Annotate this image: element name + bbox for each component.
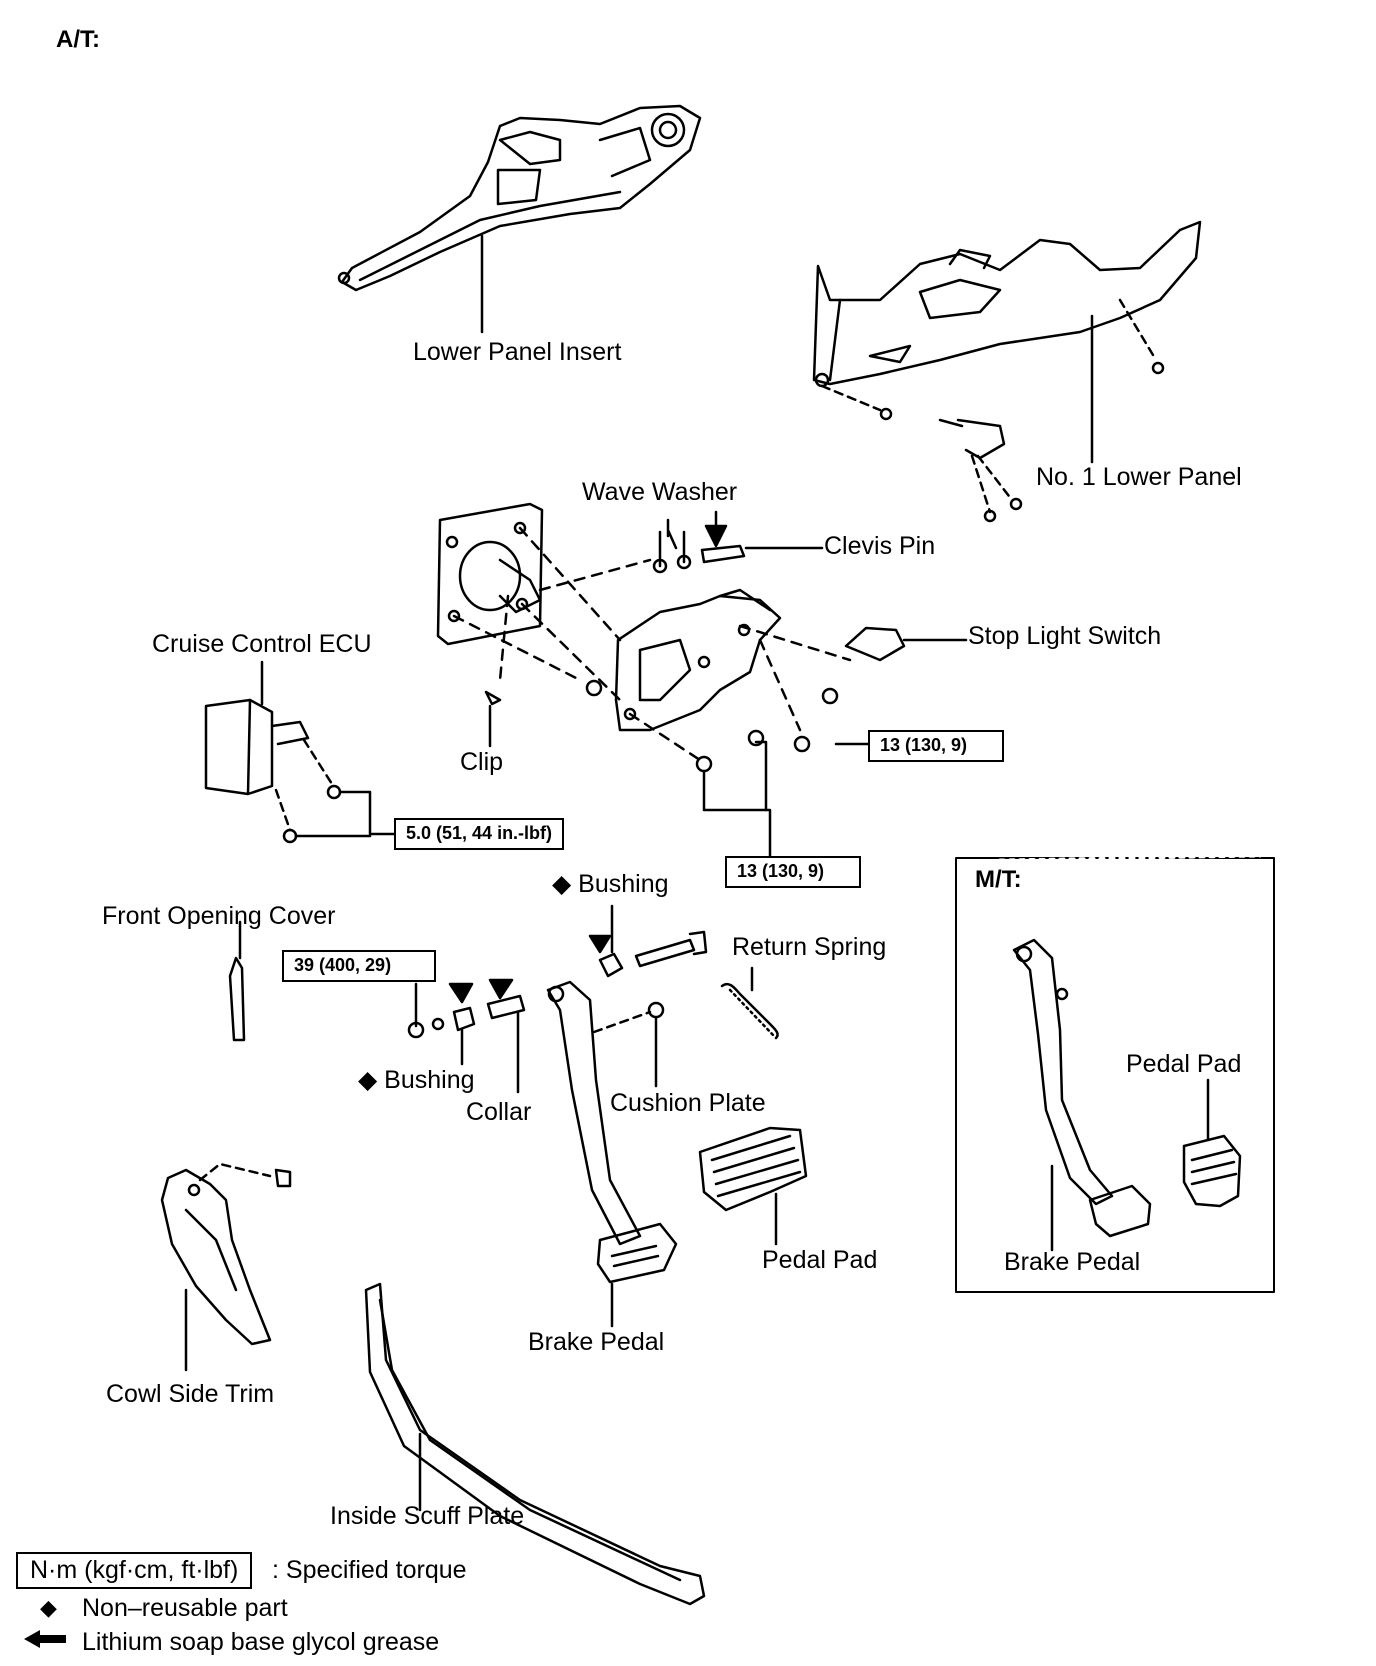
legend-torque-box: N·m (kgf·cm, ft·lbf) (16, 1552, 253, 1589)
header-mt: M/T: (975, 866, 1022, 893)
no1-lower-panel-part (812, 220, 1202, 388)
pedal-bracket-part (614, 588, 782, 732)
torque-bracket-nuts: 13 (130, 9) (725, 856, 861, 888)
label-clip: Clip (460, 748, 504, 776)
label-pedal-pad: Pedal Pad (762, 1246, 878, 1274)
torque-pivot-nut: 39 (400, 29) (282, 950, 436, 982)
label-return-spring: Return Spring (732, 933, 887, 961)
torque-stop-light-bolt: 13 (130, 9) (868, 730, 1004, 762)
brake-pedal-part (546, 980, 678, 1284)
header-at: A/T: (56, 26, 100, 53)
cowl-side-trim-part (160, 1168, 272, 1346)
label-wave-washer: Wave Washer (582, 478, 738, 506)
label-brake-pedal: Brake Pedal (528, 1328, 665, 1356)
label-mt-pedal-pad: Pedal Pad (1126, 1050, 1242, 1078)
label-cowl-side-trim: Cowl Side Trim (106, 1380, 275, 1408)
label-cushion-plate: Cushion Plate (610, 1089, 766, 1117)
torque-ecu: 5.0 (51, 44 in.-lbf) (394, 818, 565, 850)
lower-panel-insert-part (337, 104, 702, 292)
label-lower-panel-insert: Lower Panel Insert (413, 338, 622, 366)
label-inside-scuff-plate: Inside Scuff Plate (330, 1502, 525, 1530)
label-bushing-top: ◆ Bushing (552, 870, 669, 898)
mt-inset-frame (955, 854, 1275, 1293)
pedal-pad-part (698, 1126, 808, 1212)
label-stop-light-switch: Stop Light Switch (968, 622, 1162, 650)
label-cruise-control-ecu: Cruise Control ECU (152, 630, 372, 658)
legend-torque-desc: : Specified torque (272, 1556, 467, 1584)
label-collar: Collar (466, 1098, 532, 1126)
cruise-control-ecu-part (204, 698, 310, 796)
legend-diamond-icon: ◆ (40, 1595, 57, 1620)
booster-plate-part (436, 502, 544, 646)
legend-arrow-icon (24, 1630, 66, 1648)
label-no1-lower-panel: No. 1 Lower Panel (1036, 463, 1242, 491)
legend-grease: Lithium soap base glycol grease (82, 1628, 440, 1656)
legend-nonreusable: Non–reusable part (82, 1594, 288, 1622)
label-bushing-lower: ◆ Bushing (358, 1066, 475, 1094)
mt-pedal-pad-part (1182, 1134, 1242, 1208)
label-front-opening-cover: Front Opening Cover (102, 902, 336, 930)
label-mt-brake-pedal: Brake Pedal (1004, 1248, 1141, 1276)
mt-brake-pedal-part (1012, 938, 1152, 1238)
label-clevis-pin: Clevis Pin (824, 532, 936, 560)
